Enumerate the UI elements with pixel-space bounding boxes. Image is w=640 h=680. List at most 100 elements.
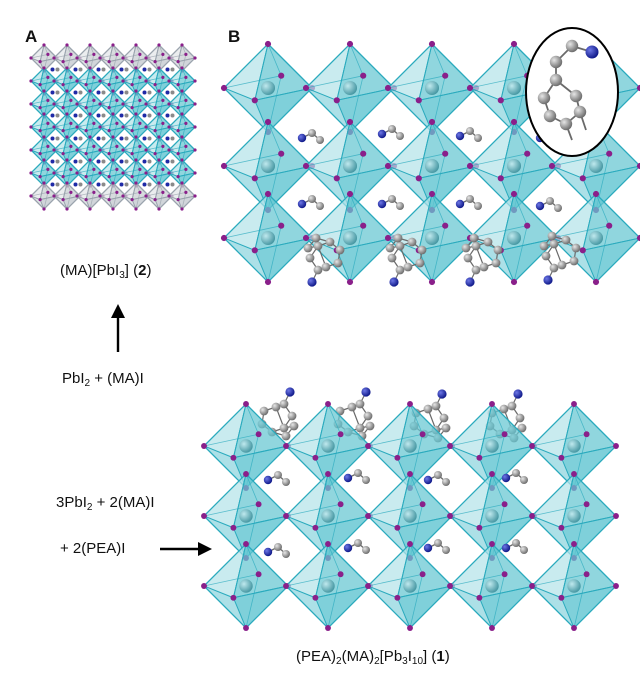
octahedron-edge (223, 75, 282, 89)
nitrogen-atom (142, 67, 147, 72)
octahedron (220, 190, 316, 286)
iodide-atom (583, 571, 590, 578)
ma-cation (423, 539, 450, 554)
octahedron (302, 118, 398, 214)
iodide-atom (613, 583, 619, 589)
octahedron (167, 181, 197, 211)
carbon-atom (463, 253, 473, 263)
iodide-atom (243, 401, 249, 407)
octahedron-edge (30, 168, 48, 174)
inorganic-layer-bottom (201, 401, 619, 631)
carbon-atom (325, 237, 335, 247)
octahedron-edge (168, 122, 186, 128)
iodide-atom (476, 524, 483, 531)
ma-cation (455, 195, 482, 210)
octahedron-edge (30, 53, 48, 59)
reagents-b-line1: 3PbI2 + 2(MA)I (56, 494, 155, 513)
iodide-atom (394, 594, 401, 601)
octahedron (144, 43, 174, 73)
carbon-atom (434, 471, 442, 479)
carbon-atom (439, 413, 449, 423)
octahedron-edge (305, 153, 364, 167)
octahedron (167, 135, 197, 165)
iodide-atom (111, 43, 115, 47)
carbon-atom (124, 90, 129, 95)
carbon-atom (147, 90, 152, 95)
iodide-atom (98, 79, 102, 83)
carbon-atom (282, 550, 290, 558)
carbon-atom (124, 136, 129, 141)
carbon-atom (474, 202, 482, 210)
carbon-atom (547, 231, 557, 241)
octahedron-edge (99, 191, 117, 197)
iodide-atom (52, 79, 56, 83)
iodide-atom (65, 135, 69, 139)
nitrogen-atom (389, 277, 399, 287)
octahedron (365, 471, 455, 561)
iodide-atom (579, 247, 586, 254)
nitrogen-atom (543, 275, 553, 285)
iodide-atom (302, 84, 310, 92)
carbon-atom (499, 404, 509, 414)
iodide-atom (384, 234, 392, 242)
iodide-atom (134, 43, 138, 47)
iodide-atom (61, 106, 65, 110)
iodide-atom (365, 583, 371, 589)
iodide-atom (84, 60, 88, 64)
carbon-atom (78, 136, 83, 141)
octahedron-edge (53, 99, 71, 105)
iodide-atom (466, 84, 474, 92)
octahedron-edge (367, 573, 423, 587)
octahedron (466, 118, 562, 214)
nitrogen-atom (73, 67, 78, 72)
iodide-atom (88, 66, 92, 70)
carbon-atom (274, 471, 282, 479)
ma-cation (343, 469, 370, 484)
iodide-atom (558, 454, 565, 461)
octahedron-edge (99, 99, 117, 105)
iodide-atom (121, 171, 125, 175)
nitrogen-atom (585, 45, 599, 59)
carbon-atom (520, 476, 528, 484)
iodide-atom (180, 181, 184, 185)
iodide-atom (579, 175, 586, 182)
octahedron (201, 541, 291, 631)
carbon-atom (124, 113, 129, 118)
octahedron-edge (285, 573, 341, 587)
ma-cation (377, 195, 404, 210)
carbon-atom (78, 113, 83, 118)
lead-atom (588, 230, 604, 246)
octahedron-edge (145, 145, 163, 151)
octahedron-edge (531, 433, 587, 447)
iodide-atom (407, 625, 413, 631)
iodide-atom (153, 175, 157, 179)
iodide-atom (157, 43, 161, 47)
octahedron-edge (285, 433, 341, 447)
octahedron (302, 190, 398, 286)
octahedron-edge (367, 503, 423, 517)
iodide-atom (489, 625, 495, 631)
octahedron (121, 181, 151, 211)
octahedron (201, 401, 291, 491)
carbon-atom (55, 113, 60, 118)
octahedron (144, 89, 174, 119)
octahedron-face (582, 237, 640, 283)
carbon-atom (573, 105, 587, 119)
nitrogen-atom (73, 113, 78, 118)
iodide-atom (115, 98, 119, 102)
lead-atom (321, 579, 335, 593)
iodide-atom (138, 52, 142, 56)
iodide-atom (115, 190, 119, 194)
carbon-atom (362, 546, 370, 554)
carbon-atom (354, 469, 362, 477)
carbon-atom (282, 478, 290, 486)
iodide-atom (69, 167, 73, 171)
carbon-atom (434, 539, 442, 547)
octahedron-face (418, 237, 478, 283)
iodide-atom (121, 194, 125, 198)
nitrogen-atom (535, 201, 545, 211)
iodide-atom (38, 60, 42, 64)
nitrogen-atom (96, 182, 101, 187)
iodide-atom (161, 144, 165, 148)
iodide-atom (153, 152, 157, 156)
